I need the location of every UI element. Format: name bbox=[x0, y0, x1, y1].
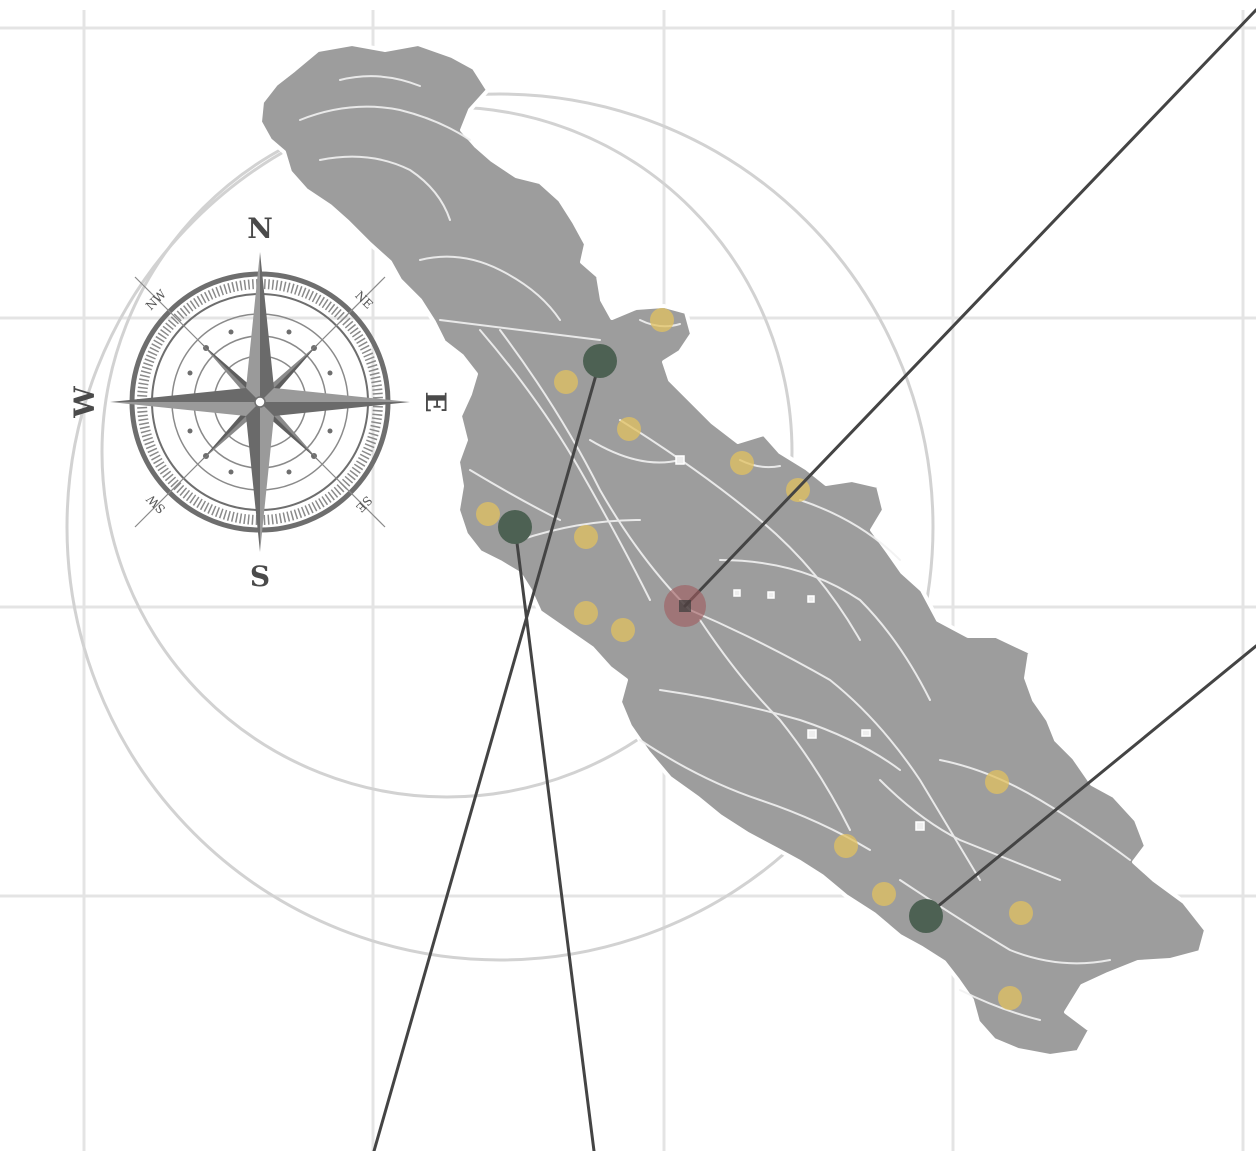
compass-label-south: S bbox=[250, 560, 270, 593]
leader-line bbox=[513, 525, 596, 1151]
minor-site-marker[interactable] bbox=[730, 451, 754, 475]
minor-site-marker[interactable] bbox=[985, 770, 1009, 794]
compass-cardinal-points bbox=[110, 252, 410, 552]
compass-label-southwest: SW bbox=[143, 491, 168, 516]
minor-site-marker[interactable] bbox=[554, 370, 578, 394]
minor-site-marker[interactable] bbox=[1009, 901, 1033, 925]
compass-label-northwest: NW bbox=[143, 287, 170, 314]
minor-site-marker[interactable] bbox=[617, 417, 641, 441]
center-site bbox=[664, 585, 706, 627]
leader-line bbox=[372, 359, 602, 1151]
island-landmass bbox=[258, 42, 1208, 1058]
compass-label-north: N bbox=[247, 212, 273, 245]
minor-sites bbox=[476, 308, 1033, 1010]
key-sites bbox=[498, 344, 943, 933]
key-site-marker[interactable] bbox=[909, 899, 943, 933]
minor-site-marker[interactable] bbox=[998, 986, 1022, 1010]
minor-site-marker[interactable] bbox=[574, 601, 598, 625]
island-shape bbox=[258, 42, 1208, 1058]
minor-site-marker[interactable] bbox=[476, 502, 500, 526]
minor-site-marker[interactable] bbox=[611, 618, 635, 642]
compass-label-east: E bbox=[419, 391, 452, 412]
compass-label-west: W bbox=[68, 386, 101, 419]
minor-site-marker[interactable] bbox=[834, 834, 858, 858]
leader-line bbox=[683, 8, 1256, 608]
leader-line bbox=[924, 644, 1256, 918]
compass-intercardinal-points bbox=[200, 342, 320, 462]
minor-site-marker[interactable] bbox=[872, 882, 896, 906]
minor-site-marker[interactable] bbox=[650, 308, 674, 332]
compass-rose: N S E W NW NE SW SE bbox=[68, 212, 452, 593]
outer-range-ring bbox=[65, 92, 935, 962]
terrain-lines bbox=[299, 75, 1131, 1021]
minor-site-marker[interactable] bbox=[574, 525, 598, 549]
key-site-marker[interactable] bbox=[583, 344, 617, 378]
leader-lines bbox=[372, 8, 1256, 1151]
small-structures bbox=[675, 455, 925, 831]
key-site-marker[interactable] bbox=[498, 510, 532, 544]
